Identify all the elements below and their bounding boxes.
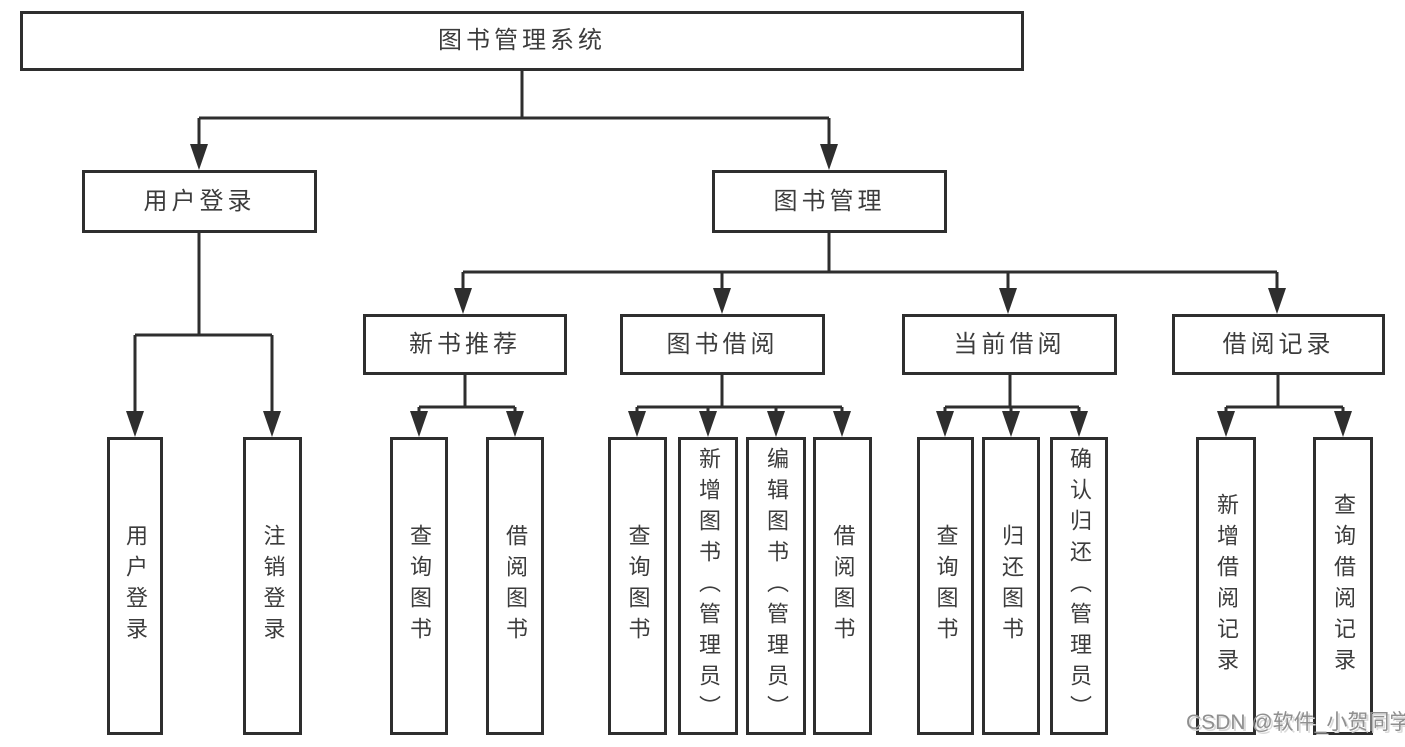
node-label: 当前借阅: [953, 330, 1066, 358]
leaf-logout: 注销登录: [243, 437, 302, 735]
node-label: 新书推荐: [409, 330, 521, 358]
node-label: 图书管理: [773, 187, 886, 215]
leaf-add-borrow-record: 新增借阅记录: [1196, 437, 1256, 735]
leaf-add-books-admin: 新增图书（管理员）: [678, 437, 738, 735]
node-book-management: 图书管理: [712, 170, 947, 233]
node-label: 查询借阅记录: [1331, 493, 1356, 679]
node-current-borrowing: 当前借阅: [902, 314, 1117, 375]
node-label: 查询图书: [933, 524, 959, 648]
node-user-login-branch: 用户登录: [82, 170, 317, 233]
node-label: 确认归还（管理员）: [1067, 446, 1092, 726]
node-label: 新增借阅记录: [1214, 493, 1239, 679]
node-label: 图书借阅: [666, 330, 779, 358]
leaf-edit-books-admin: 编辑图书（管理员）: [746, 437, 806, 735]
arrowheads: [126, 144, 1352, 437]
node-label: 用户登录: [143, 187, 256, 215]
node-label: 借阅图书: [503, 524, 528, 648]
node-book-borrowing: 图书借阅: [620, 314, 825, 375]
leaf-query-books-current: 查询图书: [917, 437, 974, 735]
leaf-query-borrow-record: 查询借阅记录: [1313, 437, 1373, 735]
node-label: 图书管理系统: [438, 27, 606, 54]
leaf-confirm-return-admin: 确认归还（管理员）: [1050, 437, 1108, 735]
leaf-borrow-books-recommend: 借阅图书: [486, 437, 544, 735]
leaf-user-login: 用户登录: [107, 437, 163, 735]
node-label: 借阅记录: [1222, 330, 1335, 358]
node-label: 查询图书: [625, 524, 651, 648]
node-label: 查询图书: [407, 524, 432, 648]
csdn-watermark: CSDN @软件_小贺同学: [1186, 711, 1405, 734]
leaf-query-books-borrowing: 查询图书: [608, 437, 667, 735]
node-label: 归还图书: [999, 524, 1024, 648]
node-label: 新增图书（管理员）: [696, 446, 721, 726]
node-label: 注销登录: [260, 524, 286, 648]
node-label: 借阅图书: [830, 524, 856, 648]
node-library-system: 图书管理系统: [20, 11, 1024, 71]
node-label: 用户登录: [123, 524, 148, 648]
node-borrowing-records: 借阅记录: [1172, 314, 1385, 375]
node-label: 编辑图书（管理员）: [764, 446, 789, 726]
leaf-borrow-books: 借阅图书: [813, 437, 872, 735]
node-new-book-recommend: 新书推荐: [363, 314, 567, 375]
leaf-return-books: 归还图书: [982, 437, 1040, 735]
leaf-query-books-recommend: 查询图书: [390, 437, 448, 735]
